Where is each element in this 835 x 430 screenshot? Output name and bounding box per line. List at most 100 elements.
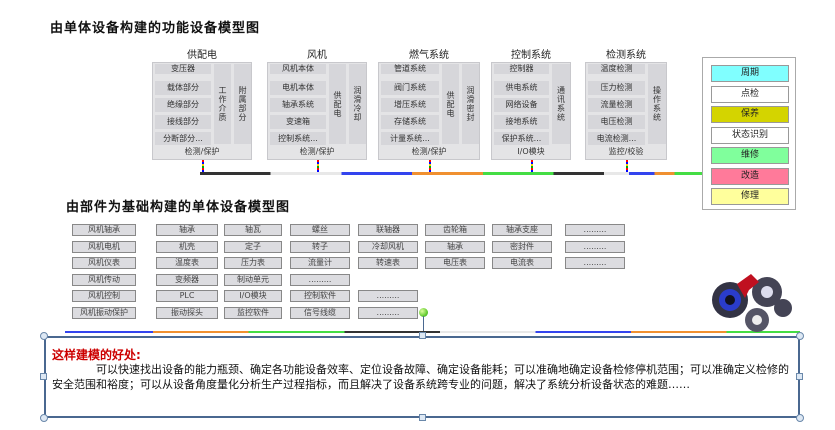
component-cell: 变频器	[156, 273, 218, 286]
system-title: 检测系统	[606, 50, 646, 61]
component-item: 管道系统	[381, 64, 439, 74]
system-title: 燃气系统	[409, 50, 449, 61]
panel-item[interactable]: 状态识别	[711, 126, 789, 144]
component-cell: I/O模块	[224, 290, 282, 302]
system-footer: 检测/保护	[268, 145, 366, 159]
component-item: 增压系统	[381, 98, 439, 112]
component-item: 接线部分	[155, 115, 211, 129]
connector-dash	[626, 160, 628, 174]
connector-dash	[531, 160, 533, 174]
panel-item[interactable]: 维修	[711, 147, 789, 164]
component-item: 阀门系统	[381, 81, 439, 95]
system-title: 控制系统	[511, 50, 551, 61]
component-cell: 转子	[290, 240, 350, 253]
component-cell: .........	[358, 306, 418, 319]
side-item: 供配电	[442, 64, 459, 144]
component-item: 轴承系统	[270, 98, 326, 112]
component-item: 控制器	[494, 64, 549, 74]
component-cell: 监控软件	[224, 306, 282, 319]
system-title: 供配电	[187, 50, 217, 61]
top-diagram-title: 由单体设备构建的功能设备模型图	[50, 21, 261, 36]
side-item: 附属部分	[234, 64, 251, 144]
connector-dash	[317, 160, 319, 174]
component-cell: 控制软件	[290, 290, 350, 302]
side-item: 通讯系统	[552, 64, 570, 144]
panel-item[interactable]: 修理	[711, 188, 789, 205]
device-label: 风机传动	[72, 273, 136, 286]
component-cell: .........	[565, 224, 625, 236]
component-item: 温度检测	[588, 64, 645, 74]
gears-icon	[712, 274, 792, 332]
component-cell: 温度表	[156, 257, 218, 269]
panel-item[interactable]: 改造	[711, 167, 789, 185]
resize-handle-br[interactable]	[796, 414, 804, 422]
component-item: 变速箱	[270, 115, 326, 129]
side-item: 润滑冷却	[349, 64, 366, 144]
component-cell: .........	[290, 273, 350, 286]
component-cell: 螺丝	[290, 224, 350, 236]
component-item: 风机本体	[270, 64, 326, 74]
component-item: 控制系统...	[270, 132, 326, 146]
system-block: 温度检测压力检测流量检测电压检测电流检测...操作系统监控/校验	[585, 62, 667, 160]
connector-dash	[429, 160, 431, 174]
component-item: 供电系统	[494, 81, 549, 95]
benefits-textbox[interactable]: 这样建模的好处: 可以快速找出设备的能力瓶颈、确定各功能设备效率、定位设备故障、…	[44, 336, 800, 418]
resize-handle-r[interactable]	[796, 373, 803, 380]
component-item: 电机本体	[270, 81, 326, 95]
component-cell: 轴瓦	[224, 224, 282, 236]
panel-item[interactable]: 保养	[711, 106, 789, 123]
component-cell: 流量计	[290, 257, 350, 269]
component-cell: 压力表	[224, 257, 282, 269]
component-item: 计量系统...	[381, 132, 439, 146]
rotate-handle[interactable]	[419, 308, 428, 317]
component-item: 存储系统	[381, 115, 439, 129]
benefits-text: 可以快速找出设备的能力瓶颈、确定各功能设备效率、定位设备故障、确定设备能耗；可以…	[52, 363, 789, 391]
component-cell: 定子	[224, 240, 282, 253]
resize-handle-b[interactable]	[419, 414, 426, 421]
rotate-handle-line	[423, 316, 424, 336]
component-item: 绝缘部分	[155, 98, 211, 112]
component-item: 接地系统	[494, 115, 549, 129]
device-label: 风机轴承	[72, 224, 136, 236]
component-cell: 制动单元	[224, 273, 282, 286]
system-block: 变压器载体部分绝缘部分接线部分分断部分...工作介质附属部分检测/保护	[152, 62, 252, 160]
component-item: 网络设备	[494, 98, 549, 112]
component-cell: 电流表	[492, 257, 552, 269]
resize-handle-l[interactable]	[40, 373, 47, 380]
component-cell: PLC	[156, 290, 218, 302]
component-cell: 机壳	[156, 240, 218, 253]
component-cell: 轴承支座	[492, 224, 552, 236]
component-cell: 冷却风机	[358, 240, 418, 253]
system-footer: 检测/保护	[153, 145, 251, 159]
component-cell: 联轴器	[358, 224, 418, 236]
component-item: 电流检测...	[588, 132, 645, 146]
panel-item[interactable]: 点检	[711, 85, 789, 103]
system-footer: 检测/保护	[379, 145, 479, 159]
side-item: 操作系统	[648, 64, 666, 144]
component-item: 载体部分	[155, 81, 211, 95]
system-title: 风机	[307, 50, 327, 61]
component-item: 电压检测	[588, 115, 645, 129]
component-cell: 信号线缆	[290, 306, 350, 319]
side-item: 工作介质	[214, 64, 231, 144]
system-block: 管道系统阀门系统增压系统存储系统计量系统...供配电润滑密封检测/保护	[378, 62, 480, 160]
side-item: 供配电	[329, 64, 346, 144]
component-item: 保护系统...	[494, 132, 549, 146]
component-item: 分断部分...	[155, 132, 211, 146]
component-cell: 轴承	[425, 240, 485, 253]
component-item: 压力检测	[588, 81, 645, 95]
resize-handle-tl[interactable]	[40, 332, 48, 340]
component-item: 流量检测	[588, 98, 645, 112]
bottom-diagram-title: 由部件为基础构建的单体设备模型图	[66, 200, 291, 215]
resize-handle-tr[interactable]	[796, 332, 804, 340]
component-cell: 齿轮箱	[425, 224, 485, 236]
device-label: 风机控制	[72, 290, 136, 302]
bus-line-lower	[65, 331, 800, 333]
component-cell: .........	[358, 290, 418, 302]
component-cell: 密封件	[492, 240, 552, 253]
bus-line	[200, 172, 705, 175]
resize-handle-bl[interactable]	[40, 414, 48, 422]
panel-item[interactable]: 周期	[711, 65, 789, 82]
resize-handle-t[interactable]	[419, 332, 426, 339]
